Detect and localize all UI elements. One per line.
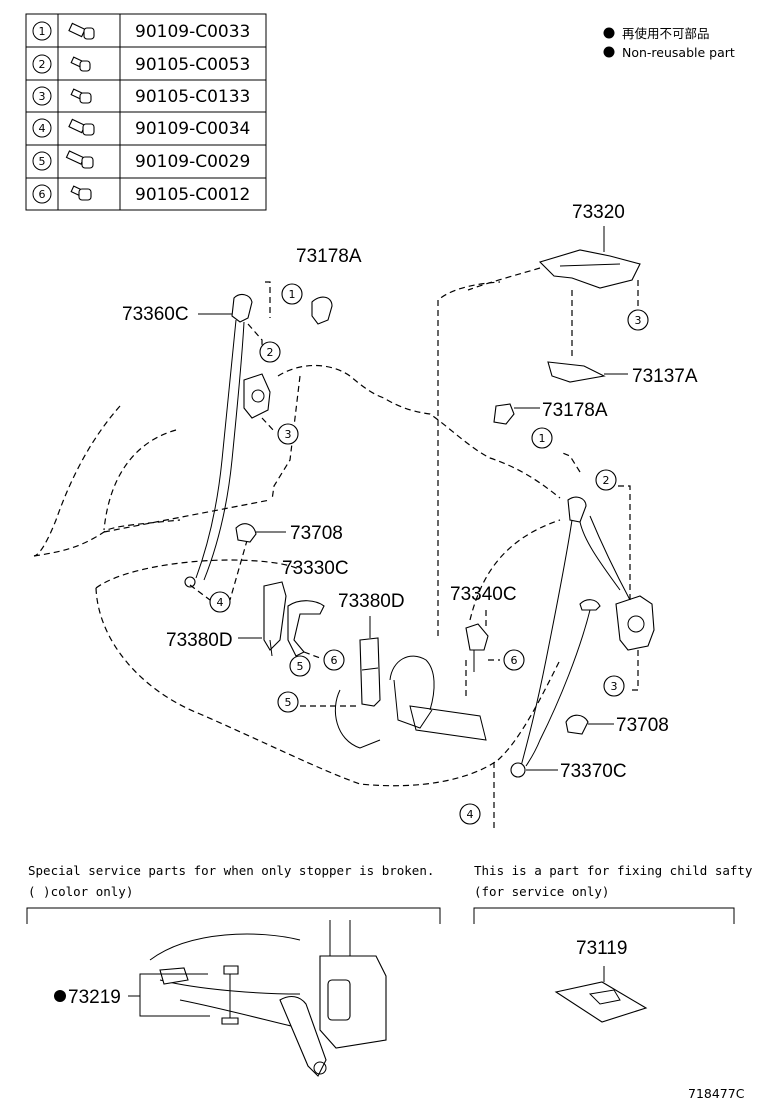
label-73370C: 73370C (560, 761, 627, 782)
callout-2-left: 2 (259, 341, 281, 363)
label-73320: 73320 (572, 202, 625, 223)
part-73137A-cover (547, 361, 628, 383)
table-row-num: 2 (39, 58, 46, 71)
label-73178A-right: 73178A (542, 400, 608, 421)
svg-text:4: 4 (467, 808, 474, 821)
table-row: 2 90105-C0053 (32, 54, 250, 75)
svg-text:2: 2 (603, 474, 610, 487)
part-73380D-mid-buckle (359, 616, 381, 707)
svg-text:3: 3 (635, 314, 642, 327)
non-reusable-dot-icon (54, 990, 66, 1002)
table-part-number: 90109-C0029 (135, 152, 250, 172)
callout-5-a: 5 (289, 655, 311, 677)
table-row-num: 1 (39, 25, 46, 38)
part-73708-right-cover (565, 714, 614, 735)
table-part-number: 90109-C0033 (135, 22, 250, 42)
bolt-icon (70, 56, 91, 72)
left-seatbelt-assembly (184, 281, 276, 601)
table-row-num: 6 (39, 188, 46, 201)
svg-text:5: 5 (285, 696, 292, 709)
table-part-number: 90105-C0053 (135, 55, 250, 75)
drawing-id: 718477C (688, 1086, 745, 1101)
non-reusable-dot-icon (603, 27, 615, 39)
callout-6-b: 6 (503, 649, 525, 671)
table-row: 5 90109-C0029 (32, 150, 250, 172)
label-73137A: 73137A (632, 366, 698, 387)
table-row-num: 3 (39, 90, 46, 103)
svg-text:2: 2 (267, 346, 274, 359)
label-73380D-mid: 73380D (338, 591, 405, 612)
bolt-icon (70, 88, 92, 104)
part-73708-left-cover (235, 523, 286, 543)
callout-3-top: 3 (627, 309, 649, 331)
label-73708-left: 73708 (290, 523, 343, 544)
bolt-icon (68, 118, 95, 136)
table-part-number: 90105-C0012 (135, 185, 250, 205)
bolt-icon (65, 150, 94, 169)
svg-text:3: 3 (285, 428, 292, 441)
svg-text:5: 5 (297, 660, 304, 673)
callout-1-right: 1 (531, 427, 553, 449)
callout-6-a: 6 (323, 649, 345, 671)
part-73340C-buckle (465, 610, 500, 672)
svg-text:3: 3 (611, 680, 618, 693)
table-row-num: 5 (39, 155, 46, 168)
part-73178A-right-clip (493, 403, 540, 425)
callout-1-left: 1 (281, 283, 303, 305)
label-73178A-left: 73178A (296, 246, 362, 267)
label-73330C: 73330C (282, 558, 349, 579)
label-73340C: 73340C (450, 584, 517, 605)
callout-4-bottom: 4 (459, 803, 481, 825)
stopper-note-line1: Special service parts for when only stop… (28, 863, 434, 878)
label-73119: 73119 (576, 938, 627, 959)
part-73178A-left-clip (311, 296, 333, 325)
stopper-service-section: Special service parts for when only stop… (26, 863, 441, 1077)
table-row: 1 90109-C0033 (32, 21, 250, 42)
callout-3-right: 3 (603, 675, 625, 697)
callout-3-left: 3 (277, 423, 299, 445)
right-seatbelt-assembly (493, 451, 655, 828)
child-note-line2: (for service only) (474, 884, 609, 899)
callout-2-right: 2 (595, 469, 617, 491)
part-73320-cover (467, 226, 641, 356)
fastener-table: 1 90109-C0033 2 90105-C0053 3 (25, 13, 267, 211)
table-row: 4 90109-C0034 (32, 118, 250, 139)
part-73380D-left-buckle (238, 581, 287, 657)
legend-en: Non-reusable part (622, 45, 735, 60)
bolt-icon (68, 22, 95, 40)
child-note-line1: This is a part for fixing child safty se… (474, 863, 760, 878)
table-row: 6 90105-C0012 (32, 184, 250, 205)
callout-5-b: 5 (277, 691, 299, 713)
label-73360C: 73360C (122, 304, 189, 325)
table-part-number: 90105-C0133 (135, 87, 250, 107)
floor-console (334, 655, 487, 749)
svg-text:1: 1 (289, 288, 296, 301)
svg-text:6: 6 (511, 654, 518, 667)
callout-4-left: 4 (209, 591, 231, 613)
svg-text:1: 1 (539, 432, 546, 445)
label-73380D-left: 73380D (166, 630, 233, 651)
svg-text:6: 6 (331, 654, 338, 667)
legend: 再使用不可部品 Non-reusable part (603, 26, 735, 60)
table-row: 3 90105-C0133 (32, 86, 250, 107)
child-seat-section: This is a part for fixing child safty se… (473, 863, 760, 1023)
stopper-note-line2: ( )color only) (28, 884, 133, 899)
table-part-number: 90109-C0034 (135, 119, 250, 139)
label-73708-right: 73708 (616, 715, 669, 736)
part-73330C-buckle (287, 600, 325, 659)
legend-jp: 再使用不可部品 (622, 26, 710, 41)
svg-text:4: 4 (217, 596, 224, 609)
bolt-icon (70, 185, 92, 201)
label-73219: 73219 (68, 987, 121, 1008)
table-row-num: 4 (39, 122, 46, 135)
non-reusable-dot-icon (603, 46, 615, 58)
